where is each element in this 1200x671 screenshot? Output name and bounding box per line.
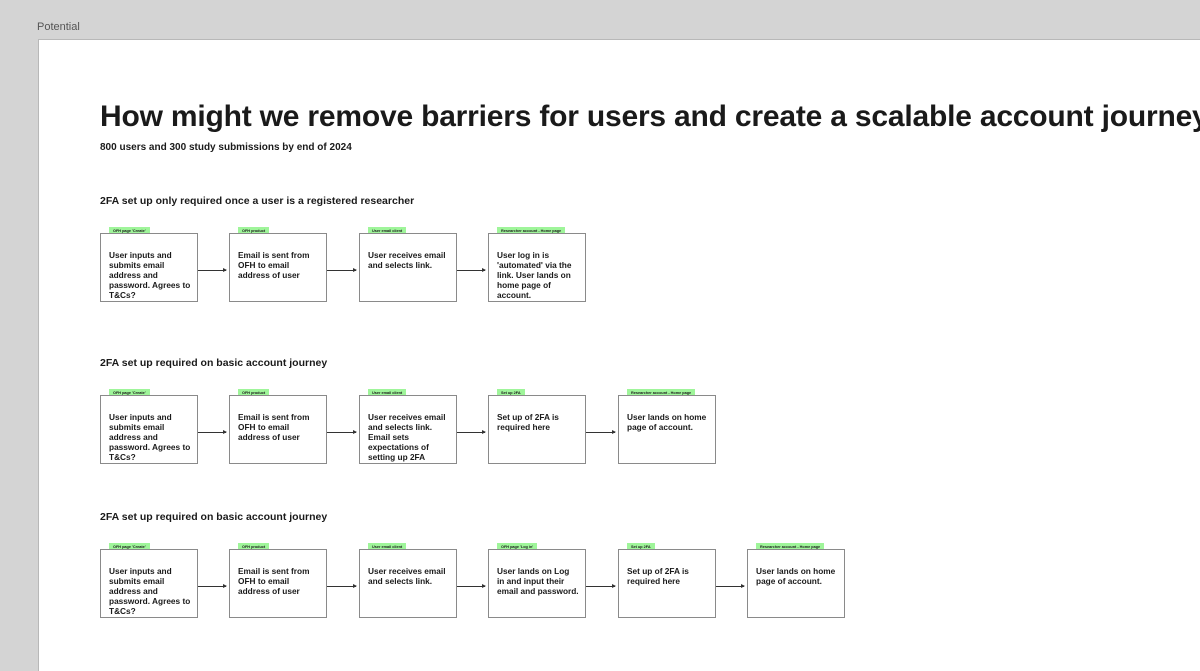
step-card[interactable]: Email is sent from OFH to email address … — [229, 233, 327, 302]
step-tag: OFH page 'Create' — [109, 389, 150, 398]
step-text: User receives email and selects link. — [368, 250, 446, 270]
step-card[interactable]: User lands on Log in and input their ema… — [488, 549, 586, 618]
step-text: User receives email and selects link. — [368, 566, 446, 586]
step-card[interactable]: User receives email and selects link. — [359, 549, 457, 618]
step-card[interactable]: Set up of 2FA is required here — [618, 549, 716, 618]
row-heading: 2FA set up required on basic account jou… — [100, 511, 328, 523]
frame-label: Potential — [37, 21, 80, 33]
flow-arrow — [198, 430, 227, 434]
step-text: Set up of 2FA is required here — [627, 566, 689, 586]
step-text: Email is sent from OFH to email address … — [238, 250, 310, 280]
step-card[interactable]: User lands on home page of account. — [618, 395, 716, 464]
step-tag: User email client — [368, 389, 407, 398]
step-tag: OFH product — [238, 227, 270, 236]
flow-arrow — [327, 268, 357, 272]
flow-arrow — [586, 584, 616, 588]
step-card[interactable]: User receives email and selects link. Em… — [359, 395, 457, 464]
step-text: Email is sent from OFH to email address … — [238, 566, 310, 596]
step-text: User lands on home page of account. — [627, 412, 707, 432]
step-tag: Researcher account - Home page — [497, 227, 566, 236]
step-text: User lands on home page of account. — [756, 566, 836, 586]
step-tag: Set up 2FA — [497, 389, 525, 398]
step-text: User inputs and submits email address an… — [109, 566, 191, 616]
step-text: User inputs and submits email address an… — [109, 250, 191, 300]
flow-arrow — [327, 584, 357, 588]
step-tag: OFH page 'Log in' — [497, 543, 538, 552]
flow-arrow — [327, 430, 357, 434]
step-tag: OFH product — [238, 543, 270, 552]
flow-arrow — [457, 430, 486, 434]
step-card[interactable]: User inputs and submits email address an… — [100, 549, 198, 618]
step-card[interactable]: User receives email and selects link. — [359, 233, 457, 302]
step-card[interactable]: User log in is 'automated' via the link.… — [488, 233, 586, 302]
flow-arrow — [586, 430, 616, 434]
step-card[interactable]: Email is sent from OFH to email address … — [229, 395, 327, 464]
step-text: Set up of 2FA is required here — [497, 412, 559, 432]
flow-arrow — [198, 584, 227, 588]
step-tag: OFH product — [238, 389, 270, 398]
step-tag: OFH page 'Create' — [109, 227, 150, 236]
step-card[interactable]: Email is sent from OFH to email address … — [229, 549, 327, 618]
step-tag: User email client — [368, 227, 407, 236]
step-text: User receives email and selects link. Em… — [368, 412, 446, 462]
step-card[interactable]: Set up of 2FA is required here — [488, 395, 586, 464]
step-tag: Set up 2FA — [627, 543, 655, 552]
row-heading: 2FA set up only required once a user is … — [100, 195, 415, 207]
step-card[interactable]: User lands on home page of account. — [747, 549, 845, 618]
step-tag: User email client — [368, 543, 407, 552]
step-card[interactable]: User inputs and submits email address an… — [100, 233, 198, 302]
flow-arrow — [457, 584, 486, 588]
step-text: User log in is 'automated' via the link.… — [497, 250, 572, 300]
flow-arrow — [198, 268, 227, 272]
step-text: User lands on Log in and input their ema… — [497, 566, 579, 596]
flow-arrow — [716, 584, 745, 588]
step-text: User inputs and submits email address an… — [109, 412, 191, 462]
flow-arrow — [457, 268, 486, 272]
row-heading: 2FA set up required on basic account jou… — [100, 357, 328, 369]
step-tag: Researcher account - Home page — [627, 389, 696, 398]
page-subtitle: 800 users and 300 study submissions by e… — [100, 142, 352, 153]
diagram-canvas: How might we remove barriers for users a… — [38, 39, 1200, 671]
step-tag: Researcher account - Home page — [756, 543, 825, 552]
page-title: How might we remove barriers for users a… — [100, 100, 1200, 133]
step-card[interactable]: User inputs and submits email address an… — [100, 395, 198, 464]
step-text: Email is sent from OFH to email address … — [238, 412, 310, 442]
step-tag: OFH page 'Create' — [109, 543, 150, 552]
